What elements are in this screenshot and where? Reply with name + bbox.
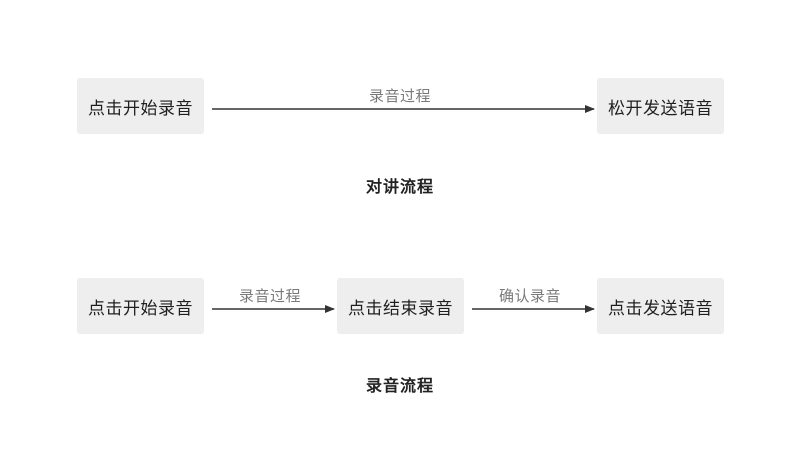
intercom-flow-caption: 对讲流程: [365, 177, 434, 196]
record-start-box: 点击开始录音: [77, 278, 204, 334]
record-end-box: 点击发送语音: [597, 278, 724, 334]
intercom-start-box: 点击开始录音: [77, 78, 204, 134]
record-arrow1-label: 录音过程: [238, 287, 301, 305]
record-arrow2-label: 确认录音: [498, 287, 561, 305]
intercom-arrow-label: 录音过程: [368, 87, 431, 105]
record-flow-caption: 录音流程: [365, 376, 434, 395]
intercom-end-box: 松开发送语音: [597, 78, 724, 134]
record-middle-box: 点击结束录音: [337, 278, 464, 334]
